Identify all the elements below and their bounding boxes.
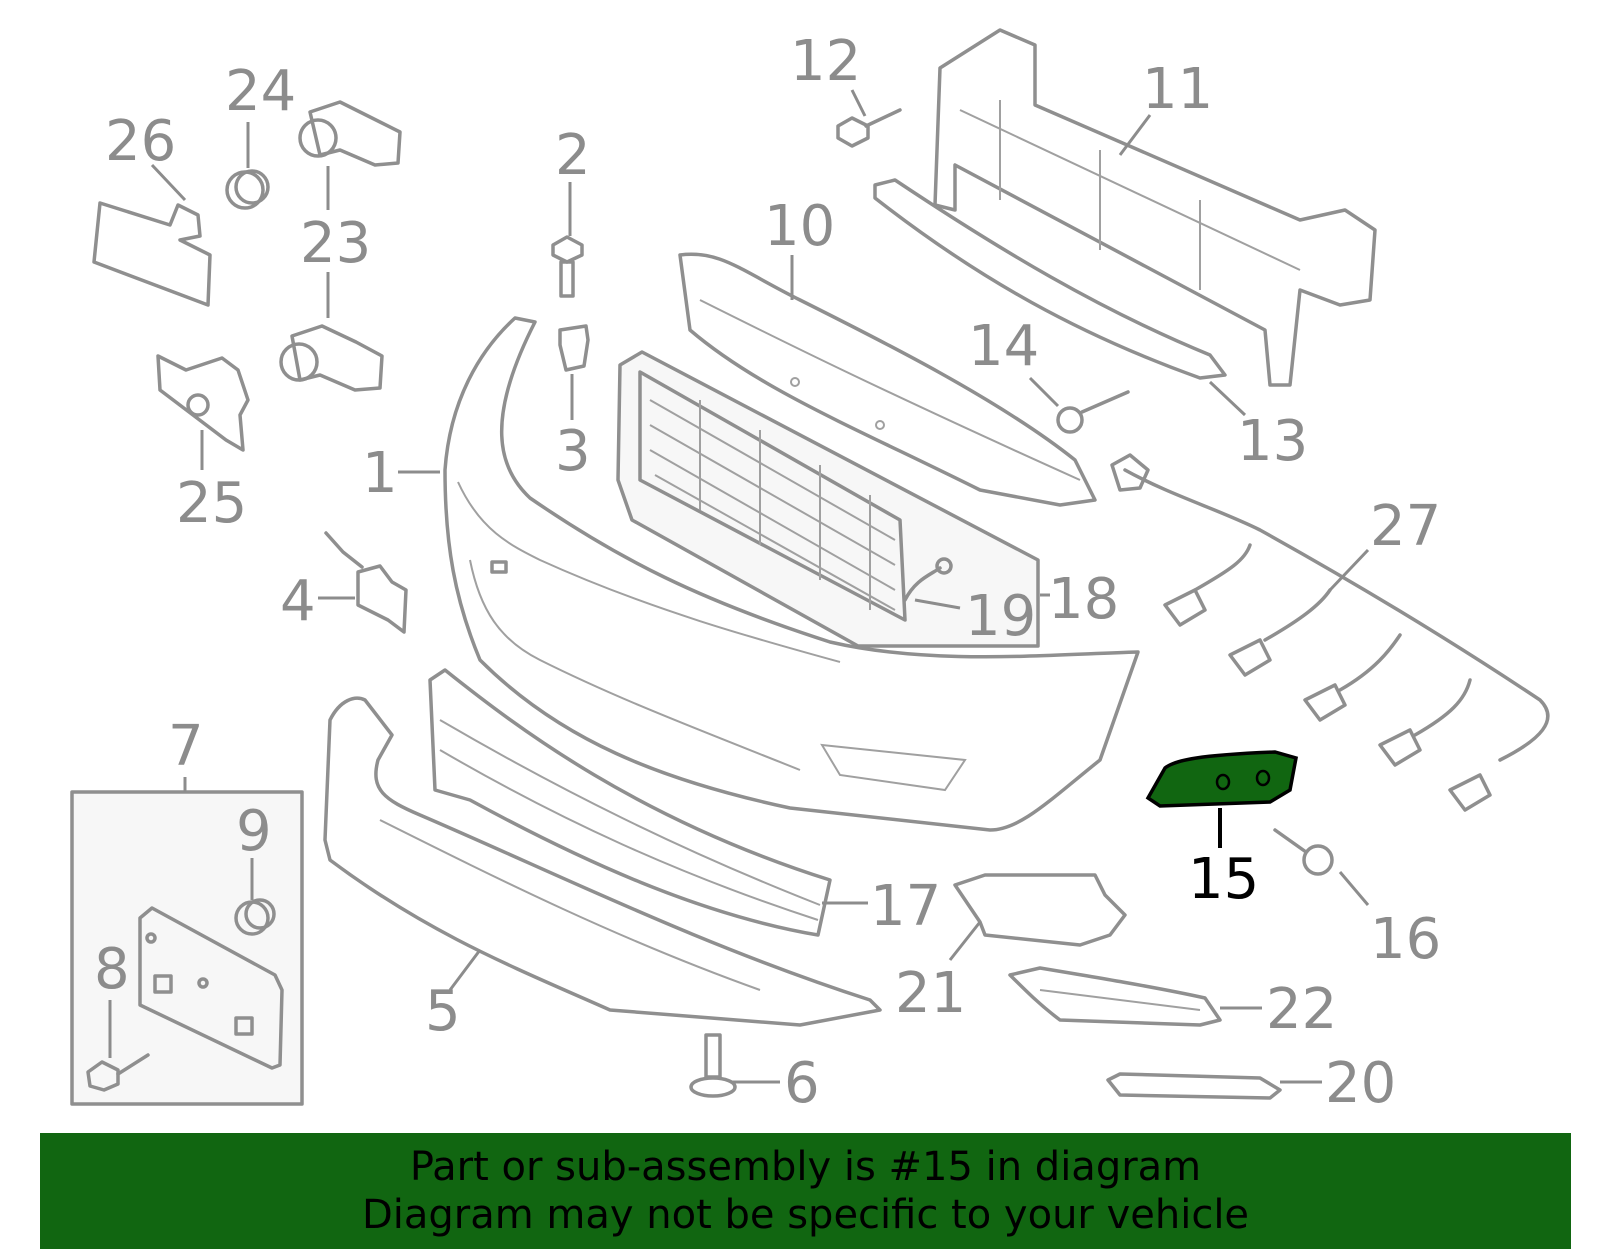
info-banner: Part or sub-assembly is #15 in diagram D… — [40, 1133, 1571, 1249]
callout-27: 27 — [1370, 494, 1441, 559]
part-7-plate-bracket — [138, 906, 284, 1070]
part-23-sensor-top — [298, 100, 402, 167]
leader-arrows — [108, 89, 1370, 1084]
callout-22: 22 — [1266, 977, 1337, 1042]
callout-15: 15 — [1188, 847, 1259, 912]
callout-10: 10 — [764, 194, 835, 259]
part-23-sensor-bottom — [279, 324, 384, 392]
part-3-clip-nut — [558, 324, 590, 372]
callout-7: 7 — [168, 714, 204, 779]
part-19-wiring — [903, 557, 953, 602]
callout-6: 6 — [784, 1051, 820, 1116]
part-24-grommet — [225, 169, 270, 210]
callout-26: 26 — [105, 109, 176, 174]
callout-21: 21 — [895, 961, 966, 1026]
banner-line-1: Part or sub-assembly is #15 in diagram — [409, 1144, 1202, 1190]
part-10-energy-absorber — [678, 252, 1097, 507]
part-2-bolt — [551, 235, 584, 298]
part-22-insert — [1008, 966, 1222, 1027]
callout-9: 9 — [236, 799, 272, 864]
part-14-bolt — [1056, 390, 1130, 434]
callout-5: 5 — [425, 979, 461, 1044]
part-6-fastener — [689, 1033, 737, 1098]
callout-20: 20 — [1325, 1051, 1396, 1116]
part-15-highlighted-bracket — [1145, 750, 1299, 808]
callout-14: 14 — [968, 314, 1039, 379]
callout-2: 2 — [555, 123, 591, 188]
callout-18: 18 — [1048, 567, 1119, 632]
banner-line-2: Diagram may not be specific to your vehi… — [361, 1192, 1250, 1238]
callout-19: 19 — [965, 584, 1036, 649]
part-13-bar — [873, 178, 1227, 380]
callout-24: 24 — [225, 59, 296, 124]
callout-12: 12 — [790, 29, 861, 94]
part-17-lower-grille — [428, 668, 832, 937]
callout-4: 4 — [280, 569, 316, 634]
part-16-bolt — [1273, 828, 1334, 876]
part-25-sensor-bracket — [156, 354, 250, 452]
part-8-screw — [86, 1053, 150, 1092]
callout-16: 16 — [1370, 907, 1441, 972]
part-21-bracket — [953, 873, 1127, 947]
callout-11: 11 — [1142, 57, 1213, 122]
part-1-bumper-cover — [443, 316, 1140, 832]
callout-13: 13 — [1237, 409, 1308, 474]
callout-23: 23 — [300, 211, 371, 276]
part-26-bracket — [92, 201, 212, 307]
part-9-grommet — [234, 898, 276, 936]
part-20-strip — [1106, 1072, 1282, 1100]
part-27-wiring-harness — [1110, 453, 1550, 812]
callout-25: 25 — [176, 471, 247, 536]
callout-17: 17 — [870, 874, 941, 939]
part-4-sensor — [324, 531, 408, 634]
part-11-reinforcement-bar — [933, 28, 1377, 387]
callout-1: 1 — [362, 441, 398, 506]
callout-3: 3 — [555, 419, 591, 484]
part-12-bolt — [836, 108, 902, 148]
callout-8: 8 — [94, 937, 130, 1002]
